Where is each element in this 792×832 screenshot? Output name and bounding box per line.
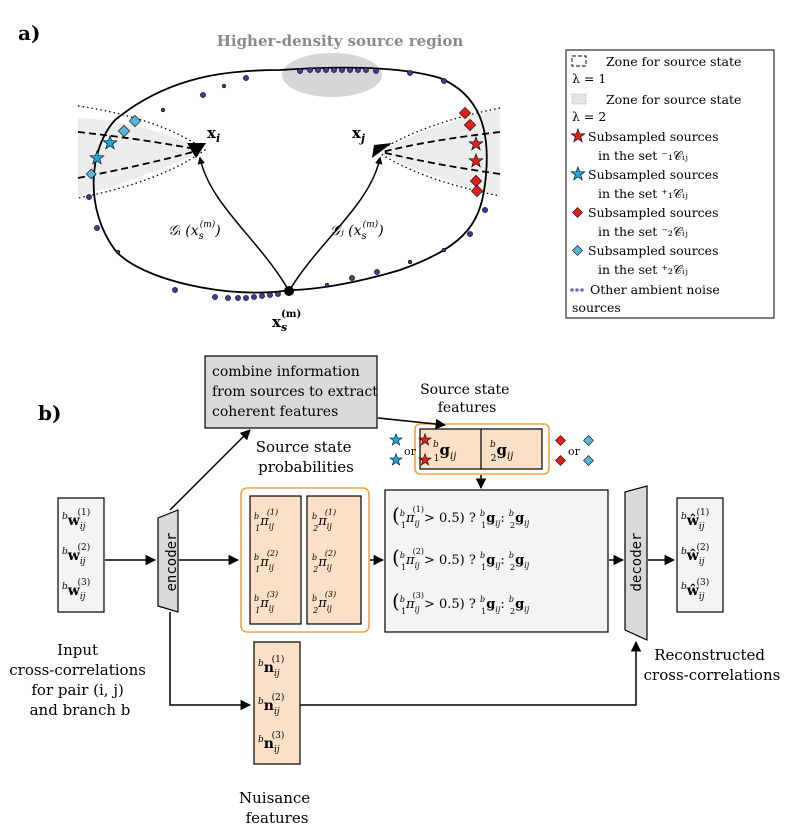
- output-caption: Reconstructed cross-correlations: [644, 646, 781, 684]
- svg-text:bnij(1): bnij(1): [258, 654, 284, 679]
- legend-entry-6b: in the set ⁺₂𝒞ᵢⱼ: [598, 262, 688, 277]
- svg-text:bŵij(1): bŵij(1): [681, 507, 709, 532]
- legend-entry-3: Subsampled sources: [588, 129, 719, 144]
- probabilities-col1: [249, 495, 302, 625]
- input-box: [57, 497, 105, 613]
- encoder-label: encoder: [164, 532, 180, 591]
- legend-entry-4: Subsampled sources: [588, 167, 719, 182]
- diamond-red: [463, 118, 477, 132]
- input-items: bwij(1) bwij(2) bwij(3): [62, 507, 90, 602]
- diamond-red: [458, 106, 472, 120]
- left-sources: [85, 114, 142, 180]
- combine-text: combine information from sources to extr…: [212, 364, 382, 420]
- arrow-encoder-nuisance: [169, 612, 252, 711]
- high-density-region: [282, 53, 382, 97]
- receiver-j: [372, 143, 392, 158]
- legend-entry-4b: in the set ⁺₁𝒞ᵢⱼ: [598, 186, 688, 201]
- legend-entry-7b: sources: [572, 300, 621, 315]
- svg-text:bŵij(2): bŵij(2): [681, 542, 709, 567]
- diamond-red: [470, 184, 484, 198]
- ambient-noise-sources: [86, 67, 488, 301]
- nuisance-box: [253, 641, 301, 765]
- arrow-combine-features: [377, 417, 447, 430]
- zone-left-dotted: [77, 105, 207, 199]
- combine-box: [204, 355, 378, 429]
- diamond-blue: [117, 124, 131, 138]
- decoder-block: [624, 485, 648, 641]
- panel-b-label: b): [38, 401, 61, 425]
- or-star-blue: [389, 453, 403, 466]
- or-star-blue: [389, 433, 403, 446]
- input-caption: Input cross-correlations for pair (i, j)…: [9, 641, 150, 719]
- probabilities-col2: [306, 495, 362, 625]
- legend: Zone for source state λ = 1 Zone for sou…: [570, 54, 741, 315]
- legend-entry-6: Subsampled sources: [588, 243, 719, 258]
- svg-text:bwij(1): bwij(1): [62, 507, 90, 532]
- svg-text:bnij(2): bnij(2): [258, 692, 284, 717]
- legend-zone1-swatch: [571, 55, 587, 67]
- legend-entry-5: Subsampled sources: [588, 205, 719, 220]
- arrow-encoder-combine: [169, 429, 251, 511]
- source-loop: [92, 66, 488, 294]
- legend-entry-2: Zone for source state: [606, 92, 741, 107]
- legend-entry-7: Other ambient noise: [590, 282, 720, 297]
- svg-text:bnij(3): bnij(3): [258, 730, 284, 755]
- legend-entry-1b: λ = 1: [572, 71, 606, 86]
- xs-label: xs(m): [272, 309, 301, 334]
- legend-entry-2b: λ = 2: [572, 109, 606, 124]
- output-items: bŵij(1) bŵij(2) bŵij(3): [681, 507, 709, 602]
- arrow-nuisance-decoder: [300, 640, 642, 706]
- or-right: or: [568, 445, 581, 458]
- conditional-box: [384, 489, 609, 633]
- diamond-blue: [85, 168, 97, 180]
- receiver-i: [187, 143, 206, 158]
- legend-blue-diamond: [572, 245, 583, 256]
- probabilities-title: Source state probabilities: [256, 438, 357, 476]
- legend-dots: [570, 288, 584, 292]
- region-label: Higher-density source region: [217, 32, 464, 50]
- decoder-label: decoder: [629, 532, 645, 591]
- legend-zone2-swatch: [571, 93, 587, 105]
- features-title: Source state features: [420, 382, 514, 416]
- svg-text:bwij(2): bwij(2): [62, 542, 90, 567]
- right-or-symbols: [555, 435, 594, 466]
- path-gi: [197, 156, 290, 292]
- xj-label: xj: [352, 124, 365, 145]
- right-sources: [458, 106, 484, 198]
- nuisance-items: bnij(1) bnij(2) bnij(3): [258, 654, 284, 755]
- output-box: [676, 497, 724, 613]
- svg-text:bŵij(3): bŵij(3): [681, 577, 709, 602]
- xi-label: xi: [207, 124, 220, 145]
- legend-entry-3b: in the set ⁻₁𝒞ᵢⱼ: [598, 148, 688, 163]
- encoder-block: [157, 509, 179, 613]
- panel-a-label: a): [18, 21, 40, 45]
- diamond-red: [469, 174, 483, 188]
- svg-text:bwij(3): bwij(3): [62, 577, 90, 602]
- diamond-blue: [128, 114, 142, 128]
- legend-red-diamond: [572, 207, 583, 218]
- gj-label: 𝒢ⱼ (xs(m)): [330, 219, 384, 242]
- nuisance-caption: Nuisance features: [239, 789, 315, 827]
- legend-entry-5b: in the set ⁻₂𝒞ᵢⱼ: [598, 224, 688, 239]
- legend-entry-1: Zone for source state: [606, 54, 741, 69]
- legend-box: [565, 49, 775, 319]
- zone-right-dotted: [376, 107, 501, 197]
- or-left: or: [404, 445, 417, 458]
- path-gj: [288, 156, 383, 292]
- gi-label: 𝒢ᵢ (xs(m)): [168, 219, 221, 242]
